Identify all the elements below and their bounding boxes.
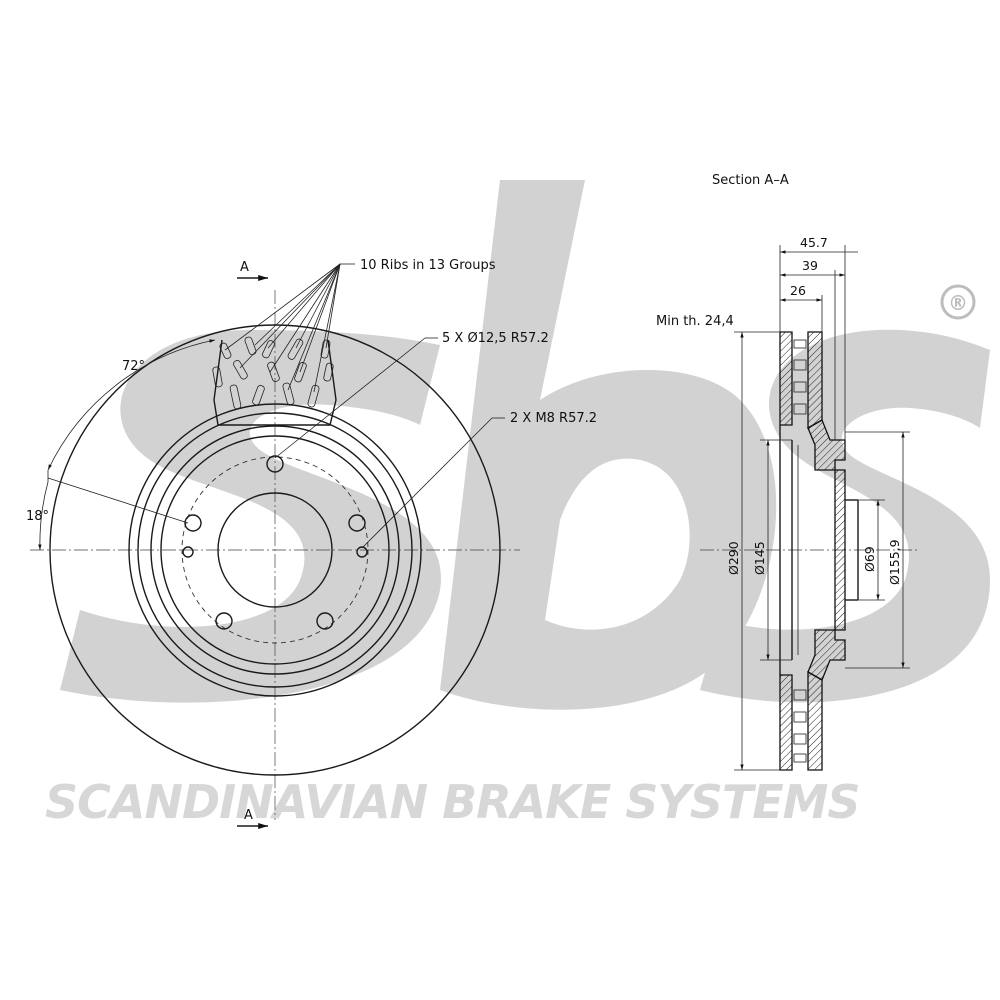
bolt-hole-1: [266, 455, 284, 473]
friction-inner-edge: [128, 403, 422, 697]
section-marker-top: A: [240, 260, 249, 275]
front-view: 10 Ribs in 13 Groups 5 X Ø12,5 R57.2 2 X…: [26, 258, 597, 829]
dim-hat-155-9: Ø155,9: [887, 539, 902, 585]
registered-symbol: ®: [948, 291, 968, 315]
inner-friction-plate-top: [807, 331, 823, 430]
min-thickness-note: Min th. 24,4: [656, 314, 734, 329]
dim-bore-69: Ø69: [862, 546, 877, 572]
outer-friction-plate-bottom: [779, 674, 793, 771]
bolt-holes-note: 5 X Ø12,5 R57.2: [442, 331, 549, 346]
inner-friction-plate-bottom: [807, 670, 823, 771]
threaded-holes-note: 2 X M8 R57.2: [510, 411, 597, 426]
angle-72-label: 72°: [122, 359, 145, 374]
threaded-hole-1: [182, 546, 194, 558]
hat-neck-top: [807, 419, 846, 471]
registered-mark: ®: [940, 284, 976, 320]
hat-step-outer: [150, 425, 400, 675]
rib-cutaway-edge: [213, 339, 337, 426]
threaded-hole-2: [356, 546, 368, 558]
section-view: Section A–A: [656, 173, 920, 771]
hat-flange: [834, 469, 846, 631]
outer-friction-plate-top: [779, 331, 793, 426]
angle-18-label: 18°: [26, 509, 49, 524]
section-title: Section A–A: [712, 173, 789, 188]
tagline-text: SCANDINAVIAN BRAKE SYSTEMS: [45, 775, 860, 829]
bolt-circle: [181, 456, 369, 644]
dim-45-7: 45.7: [800, 235, 828, 250]
ribs-leader: [224, 263, 355, 393]
dim-od-290: Ø290: [726, 541, 741, 575]
bolt-hole-3: [348, 514, 366, 532]
bolt-hole-2: [184, 514, 202, 532]
bolt-hole-5: [316, 612, 334, 630]
disc-outer-edge: [49, 324, 501, 776]
dim-26: 26: [790, 283, 806, 298]
hat-step-inner: [160, 435, 390, 665]
section-marker-bottom: A: [244, 808, 253, 823]
hat-neck-bottom: [807, 629, 846, 681]
ribs-note: 10 Ribs in 13 Groups: [360, 258, 496, 273]
bolt-hole-4: [215, 612, 233, 630]
dim-39: 39: [802, 258, 818, 273]
sbs-watermark-logo: [60, 180, 990, 710]
vent-channels: [793, 339, 807, 763]
center-bore: [217, 492, 333, 608]
hat-outer-edge: [137, 412, 413, 688]
dim-145: Ø145: [752, 541, 767, 575]
